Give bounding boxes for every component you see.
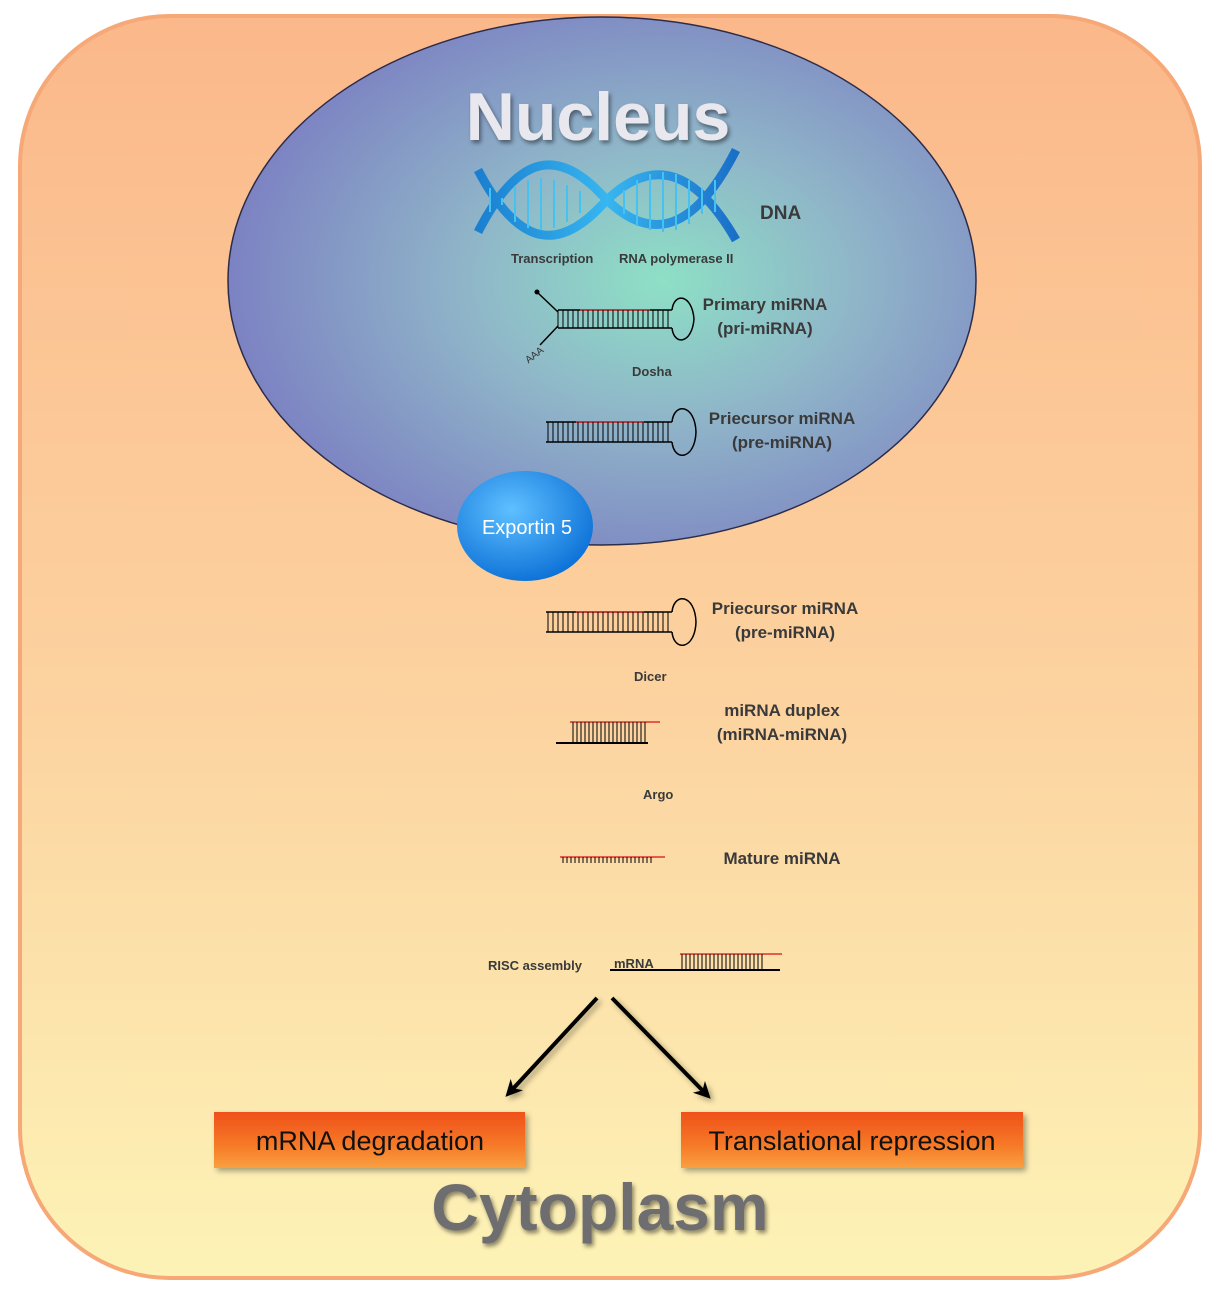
- mirna-duplex: [556, 721, 660, 744]
- repression-box: [681, 1112, 1023, 1168]
- duplex-label-line2: (miRNA-miRNA): [717, 725, 847, 744]
- duplex-label-line1: miRNA duplex: [724, 701, 840, 720]
- dicer-label: Dicer: [634, 669, 667, 684]
- mature-mirna: [560, 856, 665, 863]
- degradation-label: mRNA degradation: [256, 1126, 484, 1156]
- mrna-label: mRNA: [614, 956, 654, 971]
- cytoplasm-title: Cytoplasm: [431, 1170, 768, 1244]
- pri-mirna-hairpin: [534, 289, 695, 346]
- pre-mirna-hairpin-nucleus: [546, 407, 697, 457]
- degradation-box: [214, 1112, 525, 1168]
- pre-mirna-cyto-label-line2: (pre-miRNA): [735, 623, 835, 642]
- pri-mirna-label-line2: (pri-miRNA): [717, 319, 812, 338]
- exportin-5-label: Exportin 5: [482, 517, 572, 539]
- argo-label: Argo: [643, 787, 673, 802]
- pre-mirna-label-line1: Priecursor miRNA: [709, 409, 855, 428]
- rna-polymerase-label: RNA polymerase II: [619, 251, 733, 266]
- dna-label: DNA: [760, 203, 801, 224]
- pri-mirna-label-line1: Primary miRNA: [703, 295, 828, 314]
- pre-mirna-label-line2: (pre-miRNA): [732, 433, 832, 452]
- transcription-label: Transcription: [511, 251, 593, 266]
- arrow-to-degradation: [505, 996, 599, 1097]
- risc-assembly-label: RISC assembly: [488, 958, 583, 973]
- mature-mirna-label: Mature miRNA: [723, 849, 840, 868]
- dna-helix-icon: [473, 147, 741, 243]
- dosha-label: Dosha: [632, 364, 673, 379]
- repression-label: Translational repression: [708, 1126, 995, 1156]
- pre-mirna-hairpin-cytoplasm: [546, 597, 697, 647]
- pre-mirna-cyto-label-line1: Priecursor miRNA: [712, 599, 858, 618]
- arrow-to-repression: [610, 996, 711, 1099]
- risc-mrna-complex: [610, 953, 782, 971]
- exportin-5-protein: [457, 471, 593, 581]
- nucleus-title: Nucleus: [466, 79, 731, 155]
